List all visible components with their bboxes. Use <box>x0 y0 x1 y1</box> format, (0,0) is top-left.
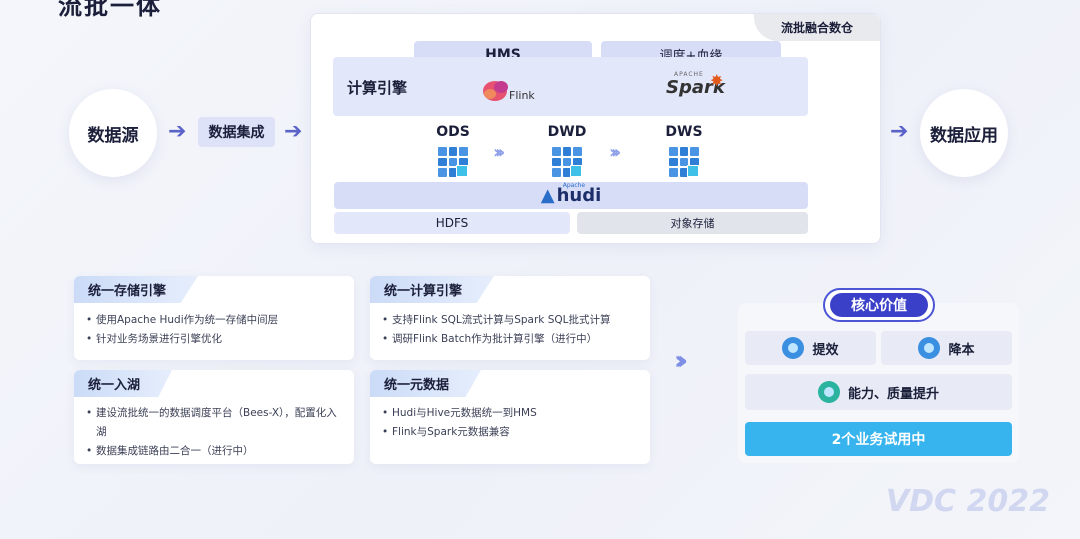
feature-list: Hudi与Hive元数据统一到HMS Flink与Spark元数据兼容 <box>382 404 537 442</box>
feature-title: 统一计算引擎 <box>370 276 495 303</box>
feature-item: 使用Apache Hudi作为统一存储中间层 <box>86 311 278 330</box>
compute-engine-panel: 计算引擎 Flink APACHE Spark ✸ <box>333 57 808 116</box>
feature-item: 数据集成链路由二合一（进行中） <box>86 442 344 461</box>
feature-item: 针对业务场景进行引擎优化 <box>86 330 278 349</box>
hudi-apache-text: Apache <box>562 182 586 189</box>
feature-item: 支持Flink SQL流式计算与Spark SQL批式计算 <box>382 311 611 330</box>
chevrons-icon: ››› <box>609 142 621 163</box>
data-application-node: 数据应用 <box>920 89 1008 177</box>
spark-logo: APACHE Spark ✸ <box>666 71 736 105</box>
feature-list: 建设流批统一的数据调度平台（Bees-X），配置化入湖 数据集成链路由二合一（进… <box>86 404 344 461</box>
hudi-logo: ▲ Apache hudi <box>540 182 602 206</box>
value-label: 降本 <box>948 342 975 358</box>
hdfs-bar: HDFS <box>334 212 570 234</box>
lakehouse-tag: 流批融合数仓 <box>754 14 880 41</box>
quality-badge-icon <box>817 381 840 403</box>
dwd-table-icon <box>552 147 582 177</box>
chevrons-right-icon: ››› <box>674 346 688 376</box>
object-storage-bar: 对象存储 <box>577 212 808 234</box>
compute-engine-label: 计算引擎 <box>347 79 408 97</box>
efficiency-gear-icon <box>782 337 805 359</box>
value-cost: 降本 <box>881 331 1012 365</box>
core-value-title-pill: 核心价值 <box>823 288 935 322</box>
feature-item: 建设流批统一的数据调度平台（Bees-X），配置化入湖 <box>86 404 344 442</box>
feature-item: Hudi与Hive元数据统一到HMS <box>382 404 537 423</box>
hudi-triangle-icon: ▲ <box>540 185 555 206</box>
feature-title: 统一存储引擎 <box>74 276 199 303</box>
feature-title: 统一入湖 <box>74 370 173 397</box>
flink-text: Flink <box>509 89 535 102</box>
value-label: 能力、质量提升 <box>847 386 939 402</box>
value-quality: 能力、质量提升 <box>745 374 1012 410</box>
arrow-right-icon: ➔ <box>168 119 187 144</box>
lakehouse-card: 流批融合数仓 HMS 调度+血缘 计算引擎 Flink APACHE Spark… <box>310 13 881 244</box>
spark-star-icon: ✸ <box>710 71 724 90</box>
feature-item: Flink与Spark元数据兼容 <box>382 423 537 442</box>
layer-dwd-label: DWD <box>547 124 587 140</box>
feature-card-compute: 统一计算引擎 支持Flink SQL流式计算与Spark SQL批式计算 调研F… <box>370 276 650 360</box>
spark-text: Spark <box>666 77 725 98</box>
flink-logo: Flink <box>481 77 551 107</box>
hudi-text: hudi <box>556 185 602 206</box>
feature-card-storage: 统一存储引擎 使用Apache Hudi作为统一存储中间层 针对业务场景进行引擎… <box>74 276 354 360</box>
feature-list: 支持Flink SQL流式计算与Spark SQL批式计算 调研Flink Ba… <box>382 311 611 349</box>
event-logo-watermark: VDC 2022 <box>885 484 1050 519</box>
page-title: 流批一体 <box>58 0 162 20</box>
spark-apache-text: APACHE <box>674 71 704 78</box>
flink-squirrel-icon <box>483 81 508 101</box>
arrow-right-icon: ➔ <box>284 119 303 144</box>
feature-list: 使用Apache Hudi作为统一存储中间层 针对业务场景进行引擎优化 <box>86 311 278 349</box>
feature-card-metadata: 统一元数据 Hudi与Hive元数据统一到HMS Flink与Spark元数据兼… <box>370 370 650 464</box>
trial-status-banner: 2个业务试用中 <box>745 422 1012 456</box>
feature-title: 统一元数据 <box>370 370 482 397</box>
ods-table-icon <box>438 147 468 177</box>
chevrons-icon: ››› <box>493 142 505 163</box>
value-efficiency: 提效 <box>745 331 876 365</box>
value-label: 提效 <box>812 342 839 358</box>
hudi-bar: ▲ Apache hudi <box>334 182 808 209</box>
arrow-right-icon: ➔ <box>890 119 909 144</box>
feature-item: 调研Flink Batch作为批计算引擎（进行中） <box>382 330 611 349</box>
dws-table-icon <box>669 147 699 177</box>
feature-card-ingest: 统一入湖 建设流批统一的数据调度平台（Bees-X），配置化入湖 数据集成链路由… <box>74 370 354 464</box>
core-value-title: 核心价值 <box>830 293 928 317</box>
data-source-node: 数据源 <box>69 89 157 177</box>
layer-ods-label: ODS <box>436 124 470 140</box>
cost-cloud-icon <box>918 337 941 359</box>
data-integration-chip: 数据集成 <box>198 117 275 147</box>
layer-dws-label: DWS <box>665 124 703 140</box>
